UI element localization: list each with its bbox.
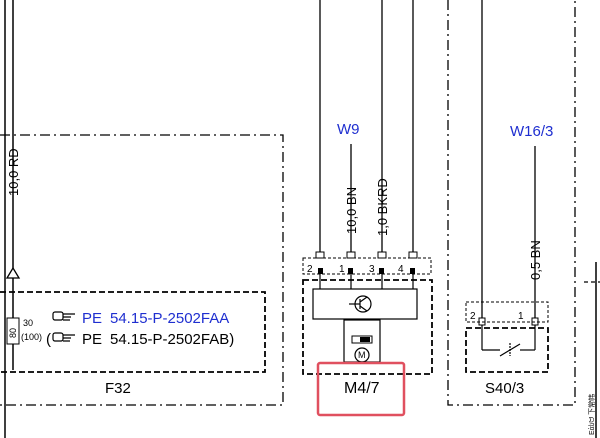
m47-electronics <box>312 288 418 320</box>
ground-arrow-icon <box>5 266 21 292</box>
wire-label-rd: 10,0 RD <box>6 148 21 196</box>
motor-symbol: M <box>358 350 366 360</box>
right-edge-text: Εἀსᗢ 下常帏 <box>587 394 596 435</box>
m47-pin-2: 2 <box>307 264 313 275</box>
pe1-prefix: PE <box>82 310 102 327</box>
m47-body <box>302 279 433 375</box>
pe2-prefix: PE <box>82 331 102 348</box>
s403-label: S40/3 <box>485 380 524 397</box>
switch-icon <box>481 325 536 357</box>
fuse-number: 30 <box>23 318 33 328</box>
f32-housing-outer <box>0 134 284 406</box>
ground-w9[interactable]: W9 <box>337 121 360 138</box>
s403-housing <box>465 301 549 323</box>
hand-pointer-icon <box>52 311 75 321</box>
pe1-code: 54.15-P-2502FAA <box>110 310 229 327</box>
pe-reference-1[interactable]: PE 54.15-P-2502FAA <box>52 310 229 327</box>
m47-pin-3: 3 <box>369 264 375 275</box>
f32-label: F32 <box>105 380 131 397</box>
m47-highlight[interactable] <box>316 361 406 417</box>
s403-body <box>465 327 549 373</box>
wire-label-05bn: 0,5 BN <box>528 240 543 280</box>
ground-w16-3[interactable]: W16/3 <box>510 123 553 140</box>
fuse-alt-number: (100) <box>21 332 42 342</box>
s403-pin-1: 1 <box>518 311 524 322</box>
pe-reference-2[interactable]: ( PE 54.15-P-2502FAB) <box>46 331 234 348</box>
wire-label-bn: 10,0 BN <box>344 187 359 234</box>
fuse-rating: 80 <box>8 328 18 338</box>
hand-pointer-icon <box>52 332 75 342</box>
m47-connector-pins <box>315 251 418 259</box>
s403-pin-2: 2 <box>470 311 476 322</box>
m47-pin-4: 4 <box>398 264 404 275</box>
m47-pin-1: 1 <box>339 264 345 275</box>
transistor-icon <box>349 295 372 313</box>
wire-label-bkrd: 1,0 BKRD <box>375 178 390 236</box>
pe2-code: 54.15-P-2502FAB) <box>110 331 234 348</box>
f32-inner-box <box>0 291 266 373</box>
fuse: 80 30 (100) <box>6 292 42 370</box>
m47-label: M4/7 <box>344 380 380 397</box>
s403-housing-outer <box>447 0 576 406</box>
pe2-open: ( <box>46 331 51 348</box>
m47-pin-dots <box>318 268 415 274</box>
m47-housing <box>302 257 432 275</box>
motor-icon: M <box>354 347 370 363</box>
